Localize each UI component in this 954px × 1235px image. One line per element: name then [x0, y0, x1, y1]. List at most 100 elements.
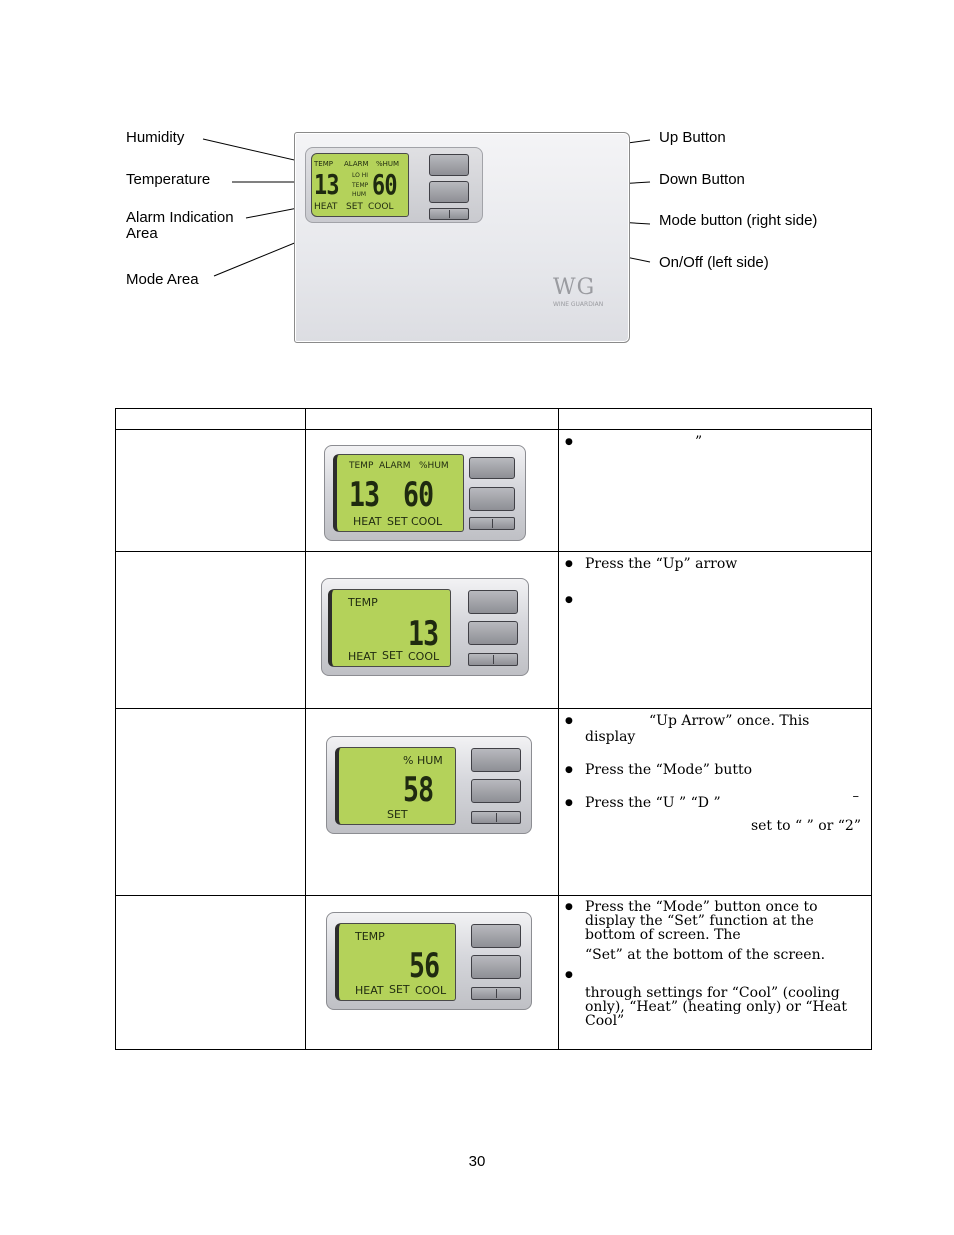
table-cell-instructions: “Up Arrow” once. This display Press the … — [558, 708, 872, 896]
mode-onoff-button[interactable] — [469, 517, 515, 530]
list-item: Press the “Up” arrow — [565, 556, 863, 572]
lcd-temp-label: TEMP — [314, 160, 333, 168]
set-note: set to “ ” or “2” — [750, 818, 861, 834]
callout-humidity: Humidity — [126, 129, 185, 146]
mode-onoff-button[interactable] — [468, 653, 518, 666]
lcd-display: TEMP 56 HEAT SET COOL — [335, 923, 456, 1001]
table-cell-image: TEMP ALARM %HUM 13 60 HEAT SET COOL — [305, 429, 559, 552]
table-cell-instructions: ” — [558, 429, 872, 552]
wg-logo: WG — [553, 275, 596, 300]
thermostat-image: TEMP 13 HEAT SET COOL — [321, 578, 529, 676]
table-row: TEMP 13 HEAT SET COOL Press the “Up” arr… — [115, 551, 872, 709]
lcd-lo-hi: LO HI — [352, 172, 369, 179]
up-button[interactable] — [469, 457, 515, 479]
lcd-hum-small: HUM — [352, 191, 367, 198]
lcd-set: SET — [387, 515, 408, 528]
up-button[interactable] — [429, 154, 469, 176]
lcd-heat: HEAT — [355, 984, 384, 997]
down-button[interactable] — [471, 779, 521, 803]
list-item — [565, 592, 863, 608]
lcd-cool: COOL — [368, 202, 394, 212]
lcd-heat: HEAT — [314, 202, 338, 212]
instruction-list: Press the “Up” arrow — [559, 552, 871, 608]
table-cell-image: TEMP 13 HEAT SET COOL — [305, 551, 559, 709]
table-cell-instructions: Press the “Mode” button once to display … — [558, 895, 872, 1050]
list-item: Press the “U ” “D ” — [565, 795, 863, 811]
callout-up-button: Up Button — [659, 129, 726, 146]
callout-mode-area: Mode Area — [126, 271, 199, 288]
mode-onoff-button[interactable] — [471, 811, 521, 824]
lcd-temp-label: TEMP — [355, 930, 385, 943]
callout-mode-button: Mode button (right side) — [659, 212, 818, 229]
dash-mark: – — [852, 789, 860, 804]
table-cell-image: TEMP 56 HEAT SET COOL — [305, 895, 559, 1050]
table-cell-step — [115, 551, 306, 709]
list-item — [565, 968, 863, 982]
thermostat-image: TEMP 56 HEAT SET COOL — [326, 912, 532, 1010]
page-number: 30 — [468, 1153, 486, 1170]
lcd-set: SET — [346, 202, 363, 212]
list-item: ” — [565, 434, 863, 450]
instruction-list: ” — [559, 430, 871, 450]
table-header-row — [115, 408, 872, 430]
down-button[interactable] — [469, 487, 515, 511]
lcd-temp-value: 13 — [408, 614, 439, 654]
lcd-cool: COOL — [408, 650, 440, 663]
table-cell-image: % HUM 58 SET — [305, 708, 559, 896]
callout-onoff: On/Off (left side) — [659, 254, 769, 271]
up-button[interactable] — [468, 590, 518, 614]
lcd-hum-value: 58 — [403, 770, 434, 810]
lcd-hum-label: %HUM — [376, 160, 400, 168]
lcd-display: % HUM 58 SET — [335, 747, 456, 825]
lcd-alarm-label: ALARM — [379, 461, 411, 471]
table-row: TEMP ALARM %HUM 13 60 HEAT SET COOL ” — [115, 429, 872, 552]
lcd-temp-small: TEMP — [352, 182, 369, 189]
instruction-table: TEMP ALARM %HUM 13 60 HEAT SET COOL ” — [115, 408, 872, 1050]
table-cell-step — [115, 429, 306, 552]
mode-onoff-button[interactable] — [471, 987, 521, 1000]
callout-alarm-area: Alarm Indication Area — [126, 209, 234, 242]
lcd-heat: HEAT — [353, 515, 382, 528]
lcd-hum-value: 60 — [372, 168, 398, 201]
instruction-list: “Up Arrow” once. This display Press the … — [559, 709, 871, 811]
up-button[interactable] — [471, 924, 521, 948]
lcd-temp-value: 56 — [409, 946, 440, 986]
lcd-display: TEMP ALARM %HUM 13 60 HEAT SET COOL — [333, 454, 464, 532]
thermostat-image: % HUM 58 SET — [326, 736, 532, 834]
instruction-list: Press the “Mode” button once to display … — [559, 896, 871, 1028]
down-button[interactable] — [468, 621, 518, 645]
lcd-cool: COOL — [411, 515, 443, 528]
lcd-temp-label: TEMP — [348, 596, 378, 609]
lcd-alarm-label: ALARM — [344, 160, 369, 168]
table-cell-step — [115, 895, 306, 1050]
table-cell-step — [115, 708, 306, 896]
table-row: % HUM 58 SET “Up Arrow” once. This displ… — [115, 708, 872, 896]
lcd-display: TEMP ALARM %HUM 13 LO HI TEMP HUM 60 HEA… — [311, 153, 409, 217]
list-item: “Up Arrow” once. This display — [565, 713, 863, 745]
table-row: TEMP 56 HEAT SET COOL Press the “Mode” b… — [115, 895, 872, 1050]
list-item: Press the “Mode” button once to display … — [565, 900, 863, 942]
up-button[interactable] — [471, 748, 521, 772]
lcd-temp-value: 13 — [314, 168, 340, 201]
lcd-hum-label: % HUM — [403, 754, 443, 767]
list-item: Press the “Mode” butto — [565, 762, 863, 778]
thermostat-image: TEMP ALARM %HUM 13 60 HEAT SET COOL — [324, 445, 526, 541]
list-item: through settings for “Cool” (cooling onl… — [585, 985, 848, 1029]
lcd-temp-value: 13 — [349, 475, 380, 515]
list-item-text: “Up Arrow” once. This display — [585, 713, 810, 745]
mode-onoff-button[interactable] — [429, 208, 469, 220]
table-cell-instructions: Press the “Up” arrow — [558, 551, 872, 709]
callout-down-button: Down Button — [659, 171, 745, 188]
lcd-cool: COOL — [415, 984, 447, 997]
callout-temperature: Temperature — [126, 171, 211, 188]
lcd-heat: HEAT — [348, 650, 377, 663]
lcd-set: SET — [382, 649, 403, 662]
down-button[interactable] — [471, 955, 521, 979]
lcd-set: SET — [389, 983, 410, 996]
lcd-display: TEMP 13 HEAT SET COOL — [328, 589, 451, 667]
list-item: “Set” at the bottom of the screen. — [585, 947, 826, 963]
down-button[interactable] — [429, 181, 469, 203]
lcd-set: SET — [387, 808, 408, 821]
wine-guardian-logo-text: WINE GUARDIAN — [553, 301, 604, 308]
lcd-hum-label: %HUM — [419, 461, 449, 471]
